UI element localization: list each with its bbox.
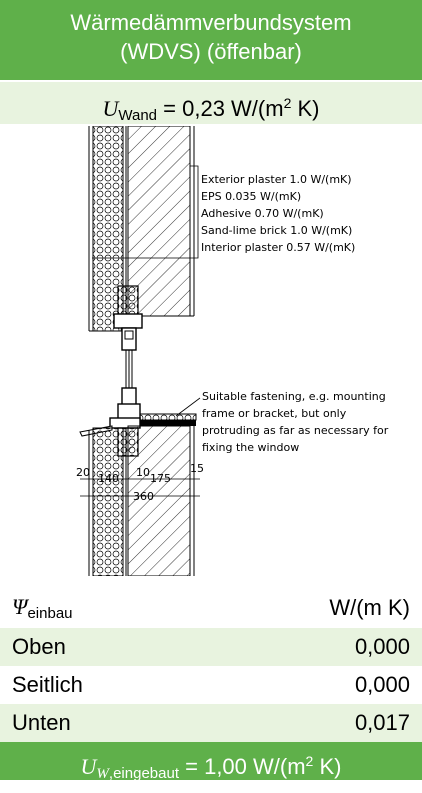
fastening-note: Suitable fastening, e.g. mounting frame … (175, 390, 389, 454)
fastening-line-1: Suitable fastening, e.g. mounting (202, 390, 386, 403)
label-eps: EPS 0.035 W/(mK) (201, 190, 301, 203)
psi-header-row: Ψeinbau W/(m K) (0, 589, 422, 627)
layer-leaders (92, 165, 199, 259)
dim-140: 140 (98, 472, 119, 485)
label-exterior-plaster: Exterior plaster 1.0 W/(mK) (201, 173, 352, 186)
row-label: Oben (12, 634, 66, 659)
dim-175: 175 (150, 472, 171, 485)
row-value: 0,000 (354, 634, 410, 659)
table-row: Unten 0,017 (0, 704, 422, 742)
lower-wall-section (88, 425, 195, 576)
window-frame-upper (113, 285, 143, 351)
table-row: Seitlich 0,000 (0, 666, 422, 704)
glazing (125, 350, 133, 388)
construction-detail-drawing: Exterior plaster 1.0 W/(mK) EPS 0.035 W/… (76, 126, 389, 576)
fastening-line-3: protruding as far as necessary for (202, 424, 389, 437)
psi-unit: W/(m K) (329, 595, 410, 620)
dim-10: 10 (136, 466, 150, 479)
fastening-line-2: frame or bracket, but only (202, 407, 347, 420)
dim-20: 20 (76, 466, 90, 479)
title-line2: (WDVS) (öffenbar) (120, 39, 302, 64)
table-row: Oben 0,000 (0, 628, 422, 666)
title-banner: Wärmedämmverbundsystem (WDVS) (öffenbar) (0, 0, 422, 80)
dim-15: 15 (190, 462, 204, 475)
label-adhesive: Adhesive 0.70 W/(mK) (201, 207, 324, 220)
row-value: 0,017 (354, 710, 410, 735)
row-label: Unten (12, 710, 71, 735)
row-value: 0,000 (354, 672, 410, 697)
title-line1: Wärmedämmverbundsystem (70, 10, 352, 35)
layer-labels: Exterior plaster 1.0 W/(mK) EPS 0.035 W/… (201, 173, 355, 254)
u-wand-value: UWand = 0,23 W/(m2 K) (0, 82, 422, 124)
dimension-labels: 20 140 10 175 15 360 (76, 462, 204, 503)
dim-360: 360 (133, 490, 154, 503)
u-w-value-footer: UW,eingebaut = 1,00 W/(m2 K) (0, 742, 422, 782)
fastening-line-4: fixing the window (202, 441, 299, 454)
row-label: Seitlich (12, 672, 83, 697)
label-sand-lime-brick: Sand-lime brick 1.0 W/(mK) (201, 224, 352, 237)
dimension-lines (80, 471, 200, 501)
label-interior-plaster: Interior plaster 0.57 W/(mK) (201, 241, 355, 254)
psi-label: Ψeinbau (12, 594, 73, 622)
upper-wall-section (88, 126, 195, 332)
